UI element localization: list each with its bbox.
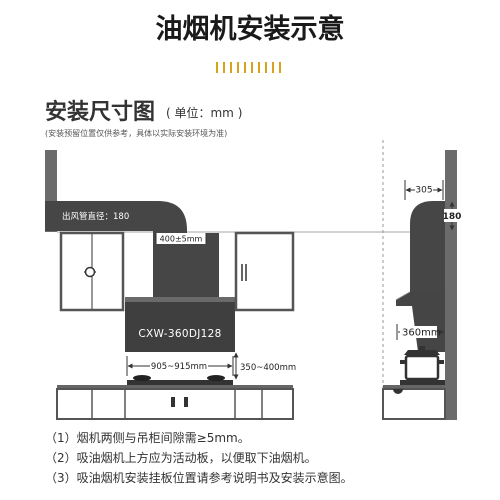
oven-handle-right [184,397,188,407]
burner-right-icon [207,375,225,381]
chimney-width-label: 400±5mm [160,235,203,244]
hood-top-edge [125,297,235,302]
cooktop [127,380,233,385]
hood-depth-label: 360mm [402,328,441,339]
hood-chimney [153,233,219,300]
right-wall [445,150,457,420]
section-heading: 安装尺寸图 [45,99,155,125]
duct-diameter-box [444,209,460,222]
side-cooktop [400,380,445,385]
side-duct-diameter-label: 180 [443,212,462,222]
depth-label: 305 [415,186,432,196]
pot-lid [404,350,440,355]
unit-label: ( 单位：mm ) [166,105,242,120]
side-exhaust-duct [410,201,445,242]
pot-handle-left [400,360,406,364]
upper-cabinet-right [234,231,295,312]
pot-handle-right [438,360,444,364]
duct-diameter-label: 出风管直径：180 [62,211,129,222]
pot-icon [404,354,440,381]
gap-width-box [150,360,208,371]
hood-depth-box [400,326,437,338]
page-title: 油烟机安装示意 [156,13,345,45]
side-cabinet-knob-icon [393,389,403,394]
hood-body [125,300,235,352]
note-2: （2）吸油烟机上方应为活动板，以便取下油烟机。 [45,450,317,465]
cabinet-knob-icon [84,266,96,278]
side-hood-edge [395,291,411,301]
chimney-width-box [156,233,206,244]
front-view: 出风管直径：180 400±5mm CXW-360DJ128 905~915mm… [45,150,296,420]
side-view: 305 180 360mm [382,140,462,420]
title-ornament [216,62,281,73]
clearance-label: 350~400mm [240,363,296,373]
countertop [57,385,293,389]
side-countertop [383,385,445,389]
reference-note: (安装预留位置仅供参考，具体以实际安装环境为准) [45,128,227,138]
side-chimney [410,240,445,295]
hood-model-label: CXW-360DJ128 [138,328,221,340]
exhaust-duct [45,201,187,245]
pot-lid-knob [419,346,425,350]
burner-left-icon [133,375,151,381]
note-1: （1）烟机两侧与吊柜间隙需≥5mm。 [45,431,250,445]
depth-box [415,184,433,195]
note-3: （3）吸油烟机安装挂板位置请参考说明书及安装示意图。 [45,470,353,485]
side-base-cabinet [382,388,446,420]
side-hood-body [396,292,445,352]
gap-width-label: 905~915mm [151,362,207,372]
oven-handle-left [171,397,175,407]
